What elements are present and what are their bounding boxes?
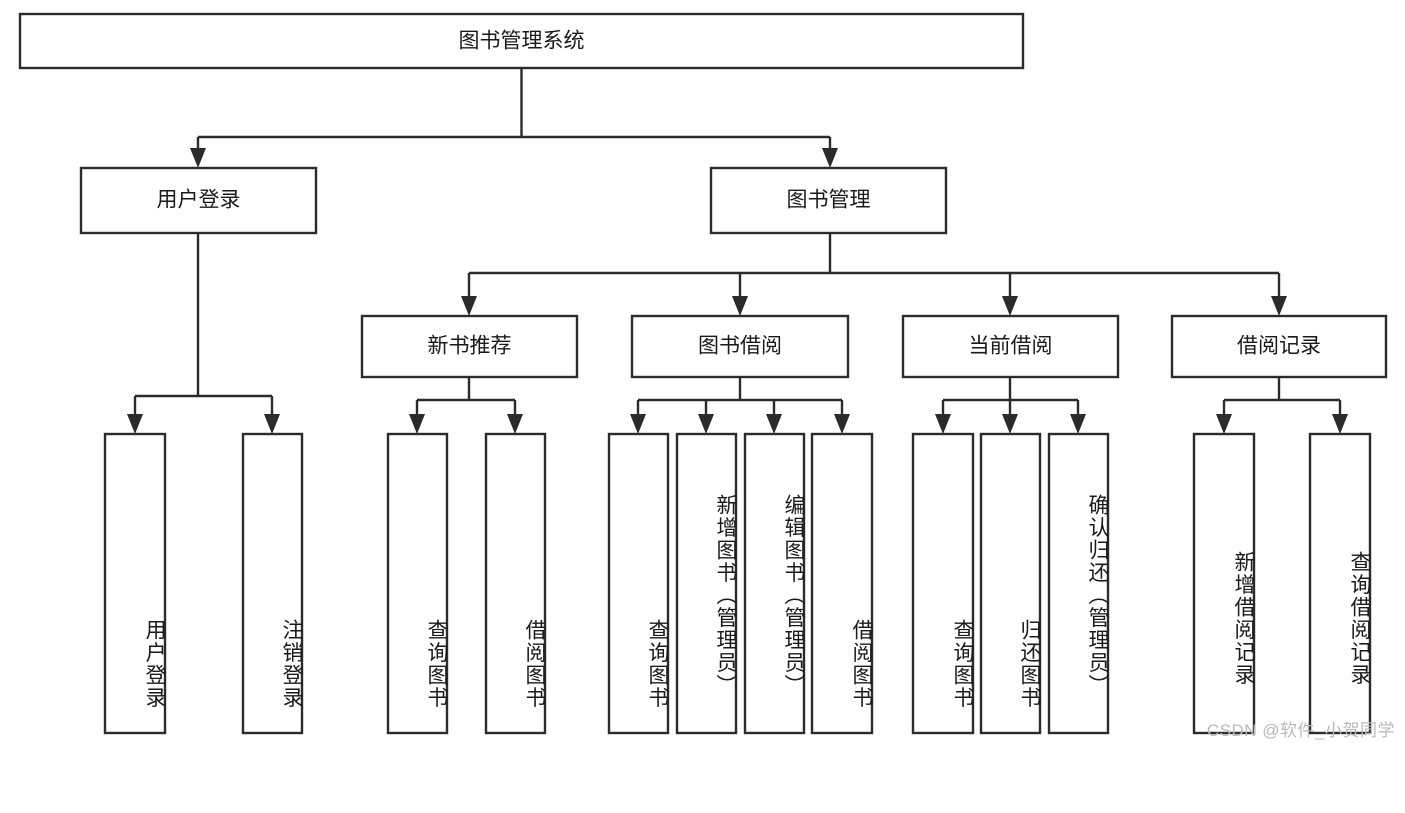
- arrow-head-leaf-edit-book: [766, 414, 782, 434]
- arrow-head-new-book-recommend: [461, 296, 477, 316]
- node-box-user-login[interactable]: [79, 166, 318, 235]
- arrow-head-user-login: [190, 148, 206, 168]
- connector-group-book-management: [461, 233, 1287, 316]
- node-box-borrow-record[interactable]: [1170, 314, 1388, 379]
- node-box-root[interactable]: [18, 12, 1025, 70]
- arrow-head-leaf-query-book-2: [630, 414, 646, 434]
- node-box-leaf-borrow-book-1[interactable]: [484, 432, 547, 735]
- book-management-system-hierarchy-diagram: 图书管理系统 用户登录 图书管理 新书推荐 图书借阅 当前借阅 借阅记录 用户登…: [18, 12, 1395, 740]
- diagram-canvas: 图书管理系统 用户登录 图书管理 新书推荐 图书借阅 当前借阅 借阅记录: [18, 12, 1388, 735]
- arrow-head-leaf-borrow-book-2: [834, 414, 850, 434]
- arrow-head-current-borrow: [1002, 296, 1018, 316]
- node-label-borrow-record: 借阅记录: [1237, 335, 1321, 358]
- node-box-leaf-query-book-3[interactable]: [911, 432, 975, 735]
- node-box-new-book-recommend[interactable]: [360, 314, 579, 379]
- node-box-leaf-add-record[interactable]: [1192, 432, 1256, 735]
- node-box-leaf-confirm-return[interactable]: [1047, 432, 1110, 735]
- node-label-book-management: 图书管理: [787, 189, 871, 212]
- arrow-head-leaf-user-login: [127, 414, 143, 434]
- node-box-book-borrow[interactable]: [630, 314, 850, 379]
- connector-group-root: [190, 68, 838, 168]
- node-box-leaf-query-book-2[interactable]: [607, 432, 670, 735]
- node-box-leaf-add-book[interactable]: [675, 432, 738, 735]
- node-box-book-management[interactable]: [709, 166, 948, 235]
- node-label-current-borrow: 当前借阅: [969, 335, 1053, 358]
- csdn-watermark: CSDN @软件_小贺同学: [1206, 721, 1395, 740]
- node-box-leaf-logout-login[interactable]: [241, 432, 304, 735]
- node-box-current-borrow[interactable]: [901, 314, 1120, 379]
- arrow-head-book-borrow: [732, 296, 748, 316]
- connector-group-new-book-recommend: [409, 377, 523, 434]
- arrow-head-leaf-query-record: [1332, 414, 1348, 434]
- node-label-new-book-recommend: 新书推荐: [428, 335, 512, 358]
- node-box-leaf-query-book-1[interactable]: [386, 432, 449, 735]
- arrow-head-book-management: [822, 148, 838, 168]
- node-label-user-login: 用户登录: [157, 189, 241, 212]
- node-label-book-borrow: 图书借阅: [698, 335, 782, 358]
- node-label-root: 图书管理系统: [459, 30, 585, 53]
- node-box-leaf-borrow-book-2[interactable]: [810, 432, 874, 735]
- arrow-head-leaf-borrow-book-1: [507, 414, 523, 434]
- arrow-head-leaf-return-book: [1002, 414, 1018, 434]
- arrow-head-borrow-record: [1271, 296, 1287, 316]
- connector-group-book-borrow: [630, 377, 850, 434]
- node-box-leaf-edit-book[interactable]: [743, 432, 806, 735]
- arrow-head-leaf-query-book-3: [935, 414, 951, 434]
- arrow-head-leaf-add-record: [1216, 414, 1232, 434]
- connector-group-user-login: [127, 233, 280, 434]
- node-box-leaf-return-book[interactable]: [979, 432, 1042, 735]
- connector-group-borrow-record: [1216, 377, 1348, 434]
- node-box-leaf-user-login[interactable]: [103, 432, 167, 735]
- arrow-head-leaf-query-book-1: [409, 414, 425, 434]
- node-box-leaf-query-record[interactable]: [1308, 432, 1372, 735]
- connector-group-current-borrow: [935, 377, 1086, 434]
- arrow-head-leaf-logout-login: [264, 414, 280, 434]
- arrow-head-leaf-add-book: [698, 414, 714, 434]
- arrow-head-leaf-confirm-return: [1070, 414, 1086, 434]
